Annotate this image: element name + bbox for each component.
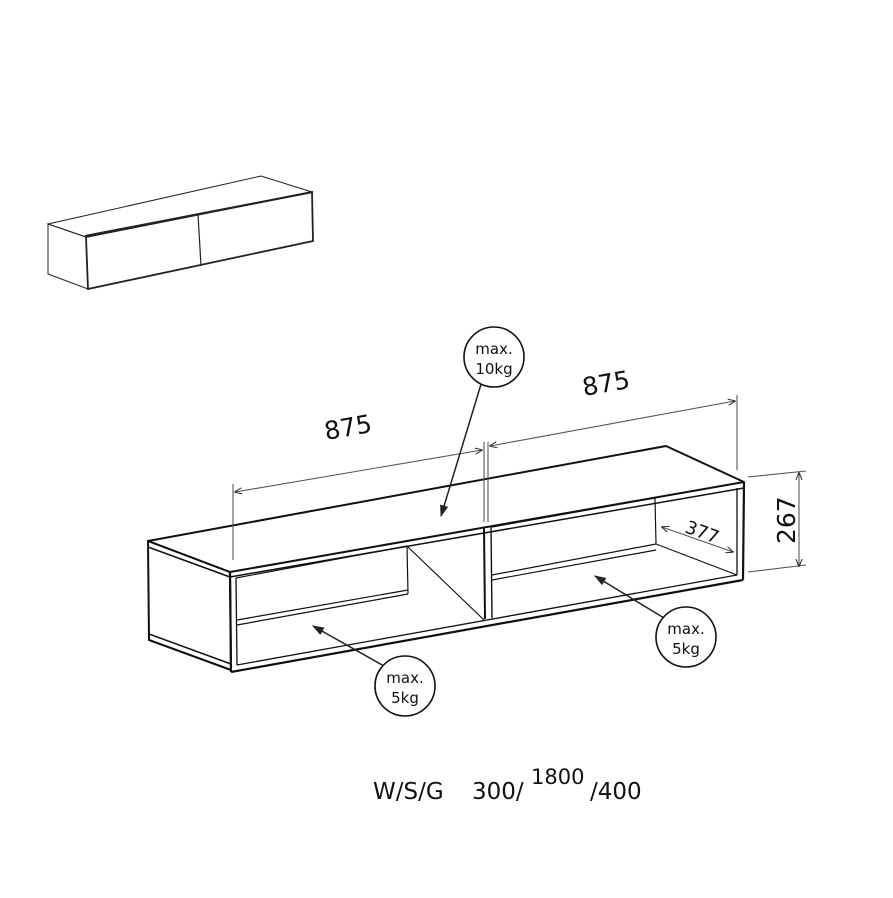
load-tag-right-line1: max. [667, 620, 704, 638]
load-tag-top-line2: 10kg [475, 360, 512, 378]
size-code-value-b: 1800 [531, 765, 584, 789]
load-tag-left-shelf: max. 5kg [311, 625, 436, 717]
load-tag-left-line1: max. [386, 669, 423, 687]
load-tag-right-line2: 5kg [672, 640, 700, 658]
closed-cabinet-preview [46, 175, 314, 291]
size-code-value-c: /400 [590, 779, 642, 805]
width-right-dim-line [490, 401, 735, 446]
open-shelf-unit [147, 445, 746, 674]
depth-dim-line [662, 527, 733, 552]
size-code-label: W/S/G [373, 779, 444, 805]
width-left-label: 875 [322, 409, 374, 446]
load-tag-right-shelf: max. 5kg [593, 575, 717, 668]
load-tag-left-line2: 5kg [391, 689, 419, 707]
load-tag-top-line1: max. [475, 340, 512, 358]
size-code: W/S/G 300/ 1800 /400 [373, 765, 642, 805]
dimension-lines [232, 395, 807, 573]
shelf-divider [483, 527, 486, 620]
shelf-top-surface [147, 445, 745, 573]
width-right-label: 875 [580, 365, 632, 402]
height-label: 267 [772, 496, 801, 544]
size-code-value-a: 300/ [472, 779, 524, 805]
shelf-left-side [147, 540, 232, 671]
load-tag-top: max. 10kg [440, 326, 525, 518]
depth-label: 377 [682, 517, 721, 548]
width-left-dim-line [235, 450, 482, 492]
